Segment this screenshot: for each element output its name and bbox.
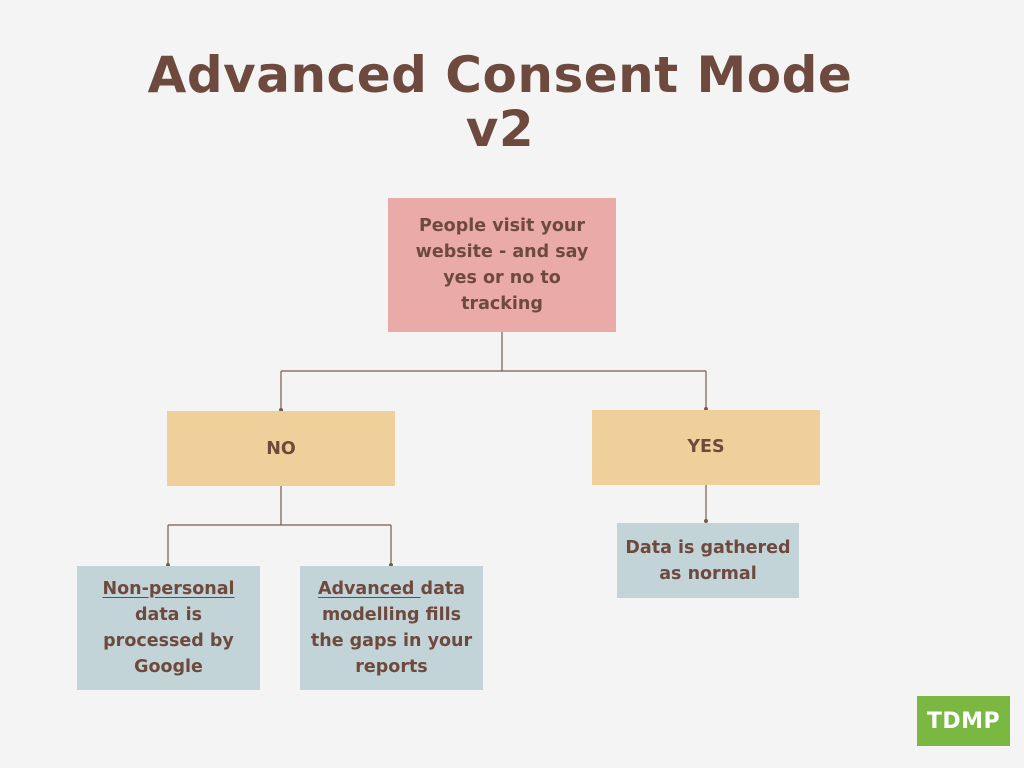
yes-node: YES xyxy=(592,410,820,485)
no-node-text: NO xyxy=(266,438,296,459)
title-line-2: v2 xyxy=(465,100,535,158)
no-outcome-modelling-text: Advanced data modelling fills the gaps i… xyxy=(306,576,477,680)
brand-logo: TDMP xyxy=(917,696,1010,746)
page-title: Advanced Consent Mode v2 xyxy=(0,48,1000,156)
no-outcome-non-personal-text: Non-personal data is processed by Google xyxy=(83,576,254,680)
no-outcome-modelling: Advanced data modelling fills the gaps i… xyxy=(300,566,483,690)
root-node-text: People visit your website - and say yes … xyxy=(415,216,589,314)
title-line-1: Advanced Consent Mode xyxy=(147,46,853,104)
yes-outcome-text: Data is gathered as normal xyxy=(625,537,791,584)
no-node: NO xyxy=(167,411,395,486)
yes-node-text: YES xyxy=(687,436,725,457)
no-outcome-non-personal: Non-personal data is processed by Google xyxy=(77,566,260,690)
underlined-term: Advanced xyxy=(317,579,421,599)
outcome-text: data modelling fills the gaps in your re… xyxy=(310,579,473,677)
outcome-text: data is processed by Google xyxy=(103,605,234,677)
connector-dot xyxy=(704,519,708,523)
root-node: People visit your website - and say yes … xyxy=(388,198,616,332)
yes-outcome: Data is gathered as normal xyxy=(617,523,799,598)
underlined-term: Non-personal xyxy=(102,579,235,599)
